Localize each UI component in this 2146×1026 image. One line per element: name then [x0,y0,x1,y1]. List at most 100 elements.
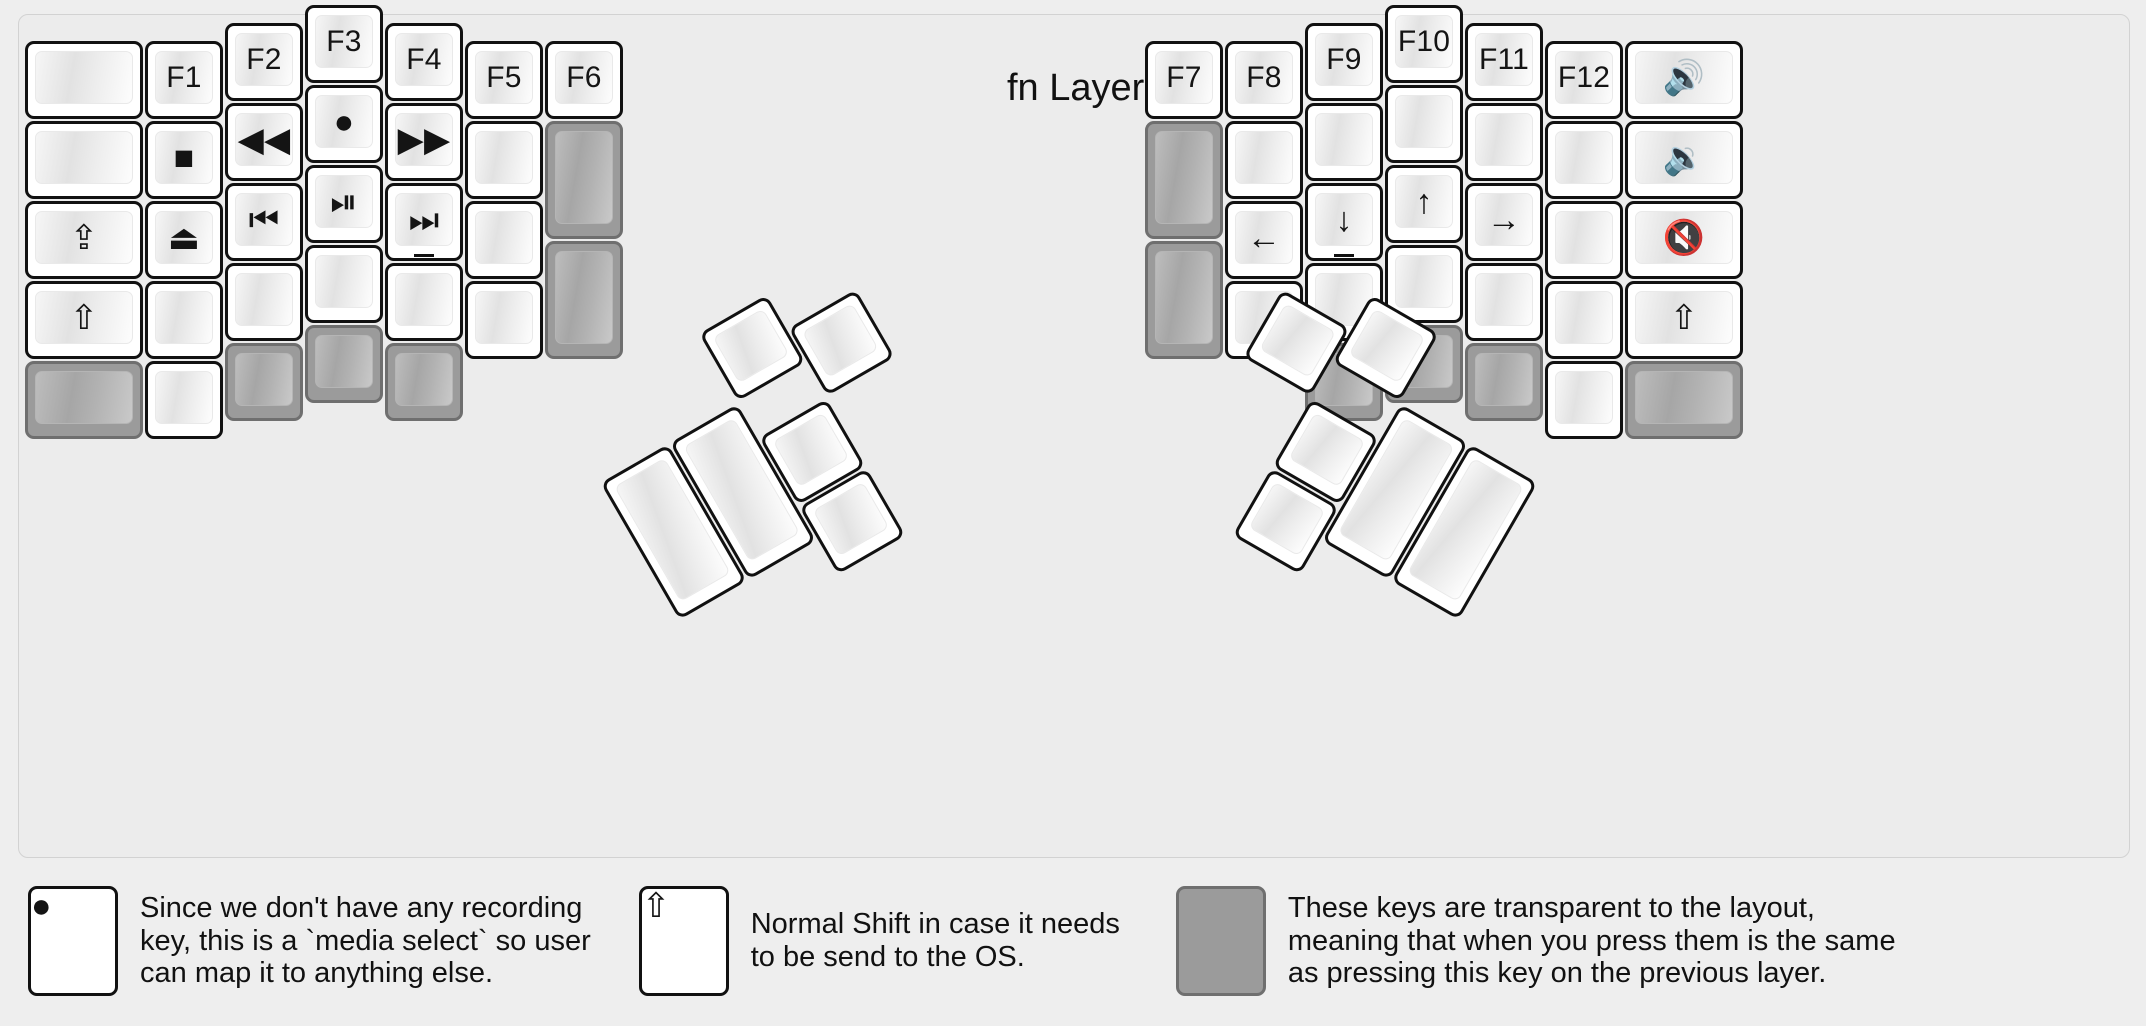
key-transparent[interactable] [305,325,383,403]
keycap [1555,211,1613,264]
keycap [235,353,293,406]
key-volume-up[interactable]: 🔊 [1625,41,1743,119]
key-transparent[interactable] [25,361,143,439]
left-thumb-cluster-thumb-small-top-2[interactable] [788,289,895,396]
arrow-up-icon: ↑ [1415,182,1433,221]
key-stop[interactable]: ■ [145,121,223,199]
key-blank[interactable] [25,121,143,199]
key-f8[interactable]: F8 [1225,41,1303,119]
key-f10[interactable]: F10 [1385,5,1463,83]
key-f7[interactable]: F7 [1145,41,1223,119]
record-icon: ● [31,887,52,925]
key-f11[interactable]: F11 [1465,23,1543,101]
keycap [155,371,213,424]
key-label: F4 [406,42,442,76]
key-transparent[interactable] [225,343,303,421]
key-prev-track[interactable]: ⏮ [225,183,303,261]
key-blank[interactable] [1225,121,1303,199]
key-arrow-right[interactable]: → [1465,183,1543,261]
keycap [1315,113,1373,166]
key-f5[interactable]: F5 [465,41,543,119]
key-transparent[interactable] [1465,343,1543,421]
key-blank[interactable] [305,245,383,323]
key-blank[interactable] [465,201,543,279]
play-pause-icon: ⏯ [330,182,358,221]
key-blank[interactable] [1545,281,1623,359]
legend-swatch-shift-cap: ⇧ [642,889,726,923]
key-label: F8 [1246,60,1282,94]
key-blank[interactable] [145,281,223,359]
key-transparent[interactable] [545,241,623,359]
key-blank[interactable] [225,263,303,341]
keycap [1475,113,1533,166]
keycap [1348,308,1426,384]
key-volume-mute[interactable]: 🔇 [1625,201,1743,279]
key-arrow-up[interactable]: ↑ [1385,165,1463,243]
key-blank[interactable] [1465,103,1543,181]
key-blank[interactable] [1385,245,1463,323]
keycap: ↓ [1315,193,1373,257]
keycap [475,211,533,264]
keycap [1288,412,1366,488]
key-transparent[interactable] [1145,121,1223,239]
key-record[interactable]: ● [305,85,383,163]
keycap [812,481,890,557]
key-next-track[interactable]: ⏭ [385,183,463,261]
key-blank[interactable] [385,263,463,341]
keycap: F10 [1395,15,1453,68]
key-transparent[interactable] [1625,361,1743,439]
key-play-pause[interactable]: ⏯ [305,165,383,243]
key-label: F9 [1326,42,1362,76]
keycap [1475,353,1533,406]
keycap: 🔉 [1635,131,1733,184]
key-shift[interactable]: ⇧ [1625,281,1743,359]
key-transparent[interactable] [385,343,463,421]
key-blank[interactable] [25,41,143,119]
key-blank[interactable] [1465,263,1543,341]
key-blank[interactable] [465,281,543,359]
prev-track-icon: ⏮ [248,200,280,239]
keycap [772,412,850,488]
key-f2[interactable]: F2 [225,23,303,101]
key-arrow-left[interactable]: ← [1225,201,1303,279]
key-transparent[interactable] [1145,241,1223,359]
key-label: F12 [1557,60,1611,94]
keycap: → [1475,193,1533,246]
left-thumb-cluster-thumb-small-top[interactable] [699,294,806,402]
key-f9[interactable]: F9 [1305,23,1383,101]
key-f4[interactable]: F4 [385,23,463,101]
key-caps-lock[interactable]: ⇪ [25,201,143,279]
key-blank[interactable] [465,121,543,199]
key-f1[interactable]: F1 [145,41,223,119]
key-fast-forward[interactable]: ▶▶ [385,103,463,181]
legend-swatch-record: ● [28,886,118,996]
legend: ● Since we don't have any recording key,… [18,870,2128,1012]
keycap: F2 [235,33,293,86]
keycap: 🔇 [1635,211,1733,264]
key-blank[interactable] [145,361,223,439]
key-volume-down[interactable]: 🔉 [1625,121,1743,199]
keycap: ↑ [1395,175,1453,228]
key-f6[interactable]: F6 [545,41,623,119]
volume-down-icon: 🔉 [1662,138,1706,177]
keycap [155,291,213,344]
key-blank[interactable] [1545,201,1623,279]
keycap: ▶▶ [395,113,453,166]
key-blank[interactable] [1305,103,1383,181]
key-eject[interactable]: ⏏ [145,201,223,279]
next-track-icon: ⏭ [409,203,440,257]
key-blank[interactable] [1385,85,1463,163]
key-arrow-down[interactable]: ↓ [1305,183,1383,261]
key-label: F3 [326,24,362,58]
key-f12[interactable]: F12 [1545,41,1623,119]
legend-item-transparent: These keys are transparent to the layout… [1175,886,1896,996]
keycap [555,251,613,344]
key-f3[interactable]: F3 [305,5,383,83]
key-rewind[interactable]: ◀◀ [225,103,303,181]
key-blank[interactable] [1545,121,1623,199]
keycap: ⇪ [35,211,133,264]
key-blank[interactable] [1545,361,1623,439]
key-transparent[interactable] [545,121,623,239]
keycap: F3 [315,15,373,68]
key-shift[interactable]: ⇧ [25,281,143,359]
